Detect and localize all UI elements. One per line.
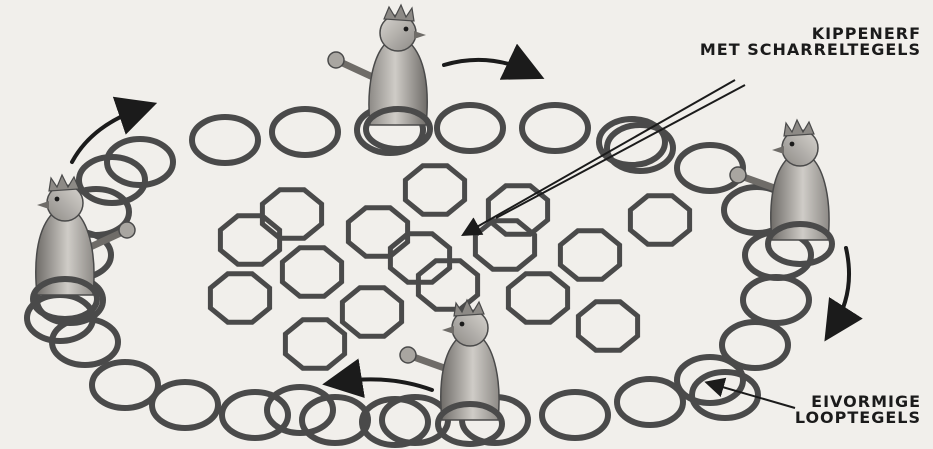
- octagon-tile: [560, 231, 619, 279]
- octagon-tile: [348, 208, 407, 256]
- chicken-pawn-icon: [400, 300, 502, 444]
- octagon-tile: [342, 288, 401, 336]
- egg-tile: [677, 357, 743, 403]
- egg-tile: [222, 392, 288, 438]
- arrow-right-icon: [833, 248, 849, 328]
- octagon-tile: [220, 216, 279, 264]
- egg-tile: [743, 277, 809, 323]
- octagon-tile: [578, 302, 637, 350]
- chicken-pawn-icon: [730, 120, 832, 264]
- octagon-tiles-coop: [210, 166, 689, 368]
- egg-tile: [437, 105, 503, 151]
- egg-tile: [272, 109, 338, 155]
- egg-tile: [107, 139, 173, 185]
- octagon-tile: [508, 274, 567, 322]
- octagon-tile: [405, 166, 464, 214]
- octagon-tile: [210, 274, 269, 322]
- octagon-tile: [475, 221, 534, 269]
- egg-tile: [79, 157, 145, 203]
- octagon-tile: [488, 186, 547, 234]
- octagon-tile: [262, 190, 321, 238]
- octagon-tile: [282, 248, 341, 296]
- egg-tile: [617, 379, 683, 425]
- pointer-to-coop-line-2: [496, 85, 745, 218]
- octagon-tile: [285, 320, 344, 368]
- chicken-pawn-icon: [328, 5, 430, 149]
- arrow-top-right-icon: [444, 60, 530, 72]
- egg-tile: [522, 105, 588, 151]
- egg-tile: [92, 362, 158, 408]
- label-eivormige-looptegels: EIVORMIGE LOOPTEGELS: [795, 394, 921, 426]
- egg-tile: [152, 382, 218, 428]
- label-kippenerf-line2: MET SCHARRELTEGELS: [700, 42, 921, 58]
- egg-tile: [542, 392, 608, 438]
- arrow-bottom-icon: [338, 379, 432, 390]
- pointer-to-coop-line: [468, 80, 735, 232]
- chicken-pawns: [33, 5, 832, 444]
- egg-tile: [192, 117, 258, 163]
- label-kippenerf: KIPPENERF MET SCHARRELTEGELS: [700, 26, 921, 58]
- octagon-tile: [630, 196, 689, 244]
- label-looptegels-line2: LOOPTEGELS: [795, 410, 921, 426]
